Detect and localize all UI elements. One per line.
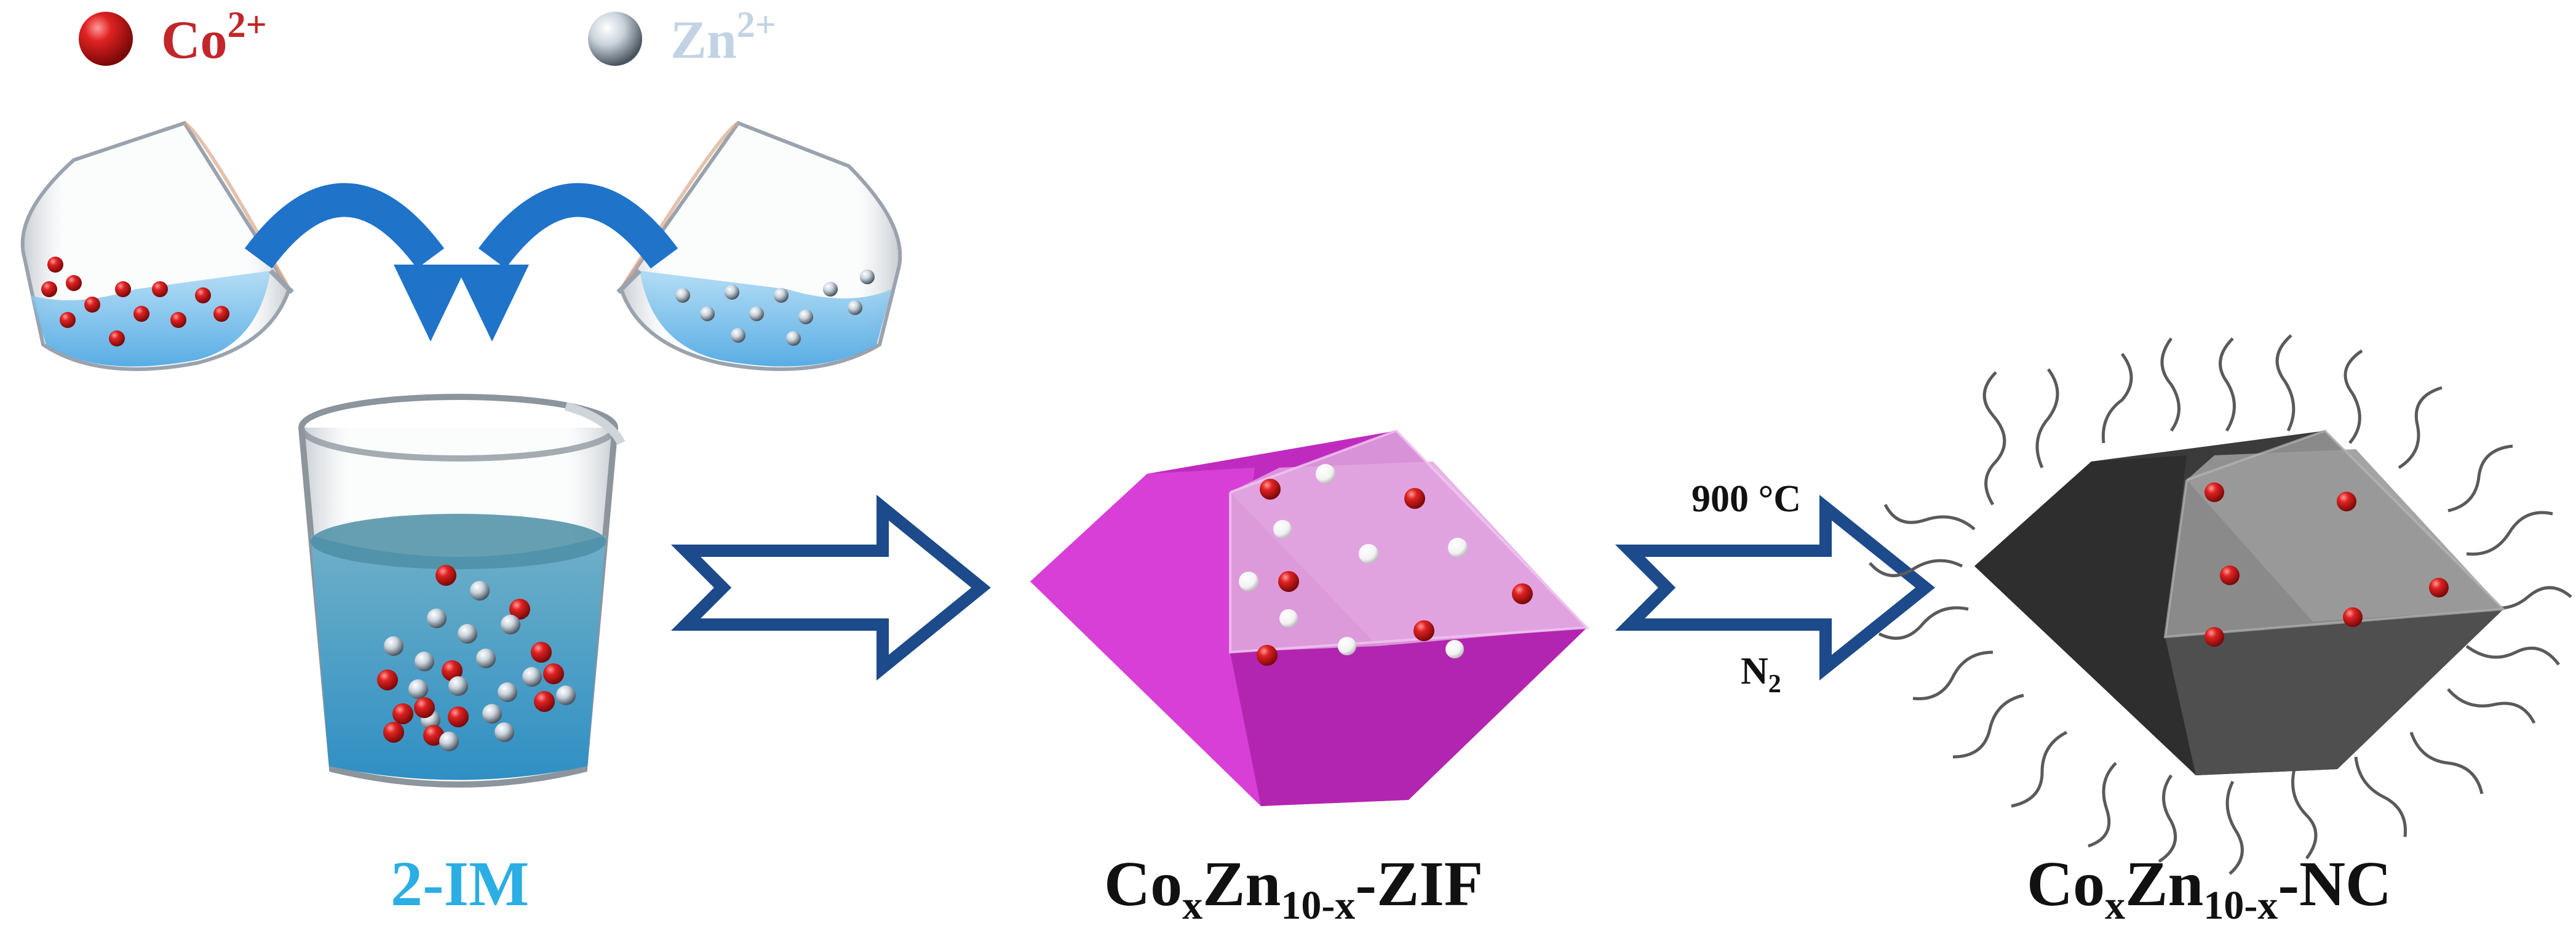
atmosphere-gas-sub: 2 xyxy=(1768,670,1781,698)
co-ion-charge: 2+ xyxy=(227,4,267,45)
zif-label-co: Co xyxy=(1104,849,1183,919)
zif-label-co-sub: x xyxy=(1182,883,1203,928)
atmosphere-condition: N2 xyxy=(1741,650,1781,697)
co-ion-marker xyxy=(79,12,133,66)
zn-ion-charge: 2+ xyxy=(736,4,776,45)
precursor-label: 2-IM xyxy=(391,849,530,919)
zn-ions-in-cup xyxy=(675,270,875,346)
nc-label: CoxZn10-x-NC xyxy=(2027,849,2392,926)
zn-ion-marker xyxy=(588,12,642,66)
zif-metal-sites xyxy=(1239,464,1533,666)
zif-label: CoxZn10-x-ZIF xyxy=(1104,849,1484,926)
mixed-ions-in-beaker xyxy=(377,565,576,751)
zif-label-zn-sub: 10-x xyxy=(1281,883,1356,928)
legend xyxy=(79,12,642,66)
zn-legend-label: Zn2+ xyxy=(670,6,776,68)
temperature-condition: 900 °C xyxy=(1691,478,1802,520)
nc-label-zn: Zn xyxy=(2125,849,2204,919)
atmosphere-gas: N xyxy=(1741,650,1768,692)
nc-cobalt-sites xyxy=(2204,482,2449,647)
pour-arrow-zn xyxy=(455,183,678,342)
pour-arrow-co xyxy=(244,183,467,342)
zn-solution-cup xyxy=(616,121,902,371)
co-legend-label: Co2+ xyxy=(161,6,267,68)
process-arrow-2 xyxy=(1615,495,1935,681)
co-ion-symbol: Co xyxy=(161,10,228,70)
nc-crystal xyxy=(1974,429,2506,775)
zif-label-suffix: -ZIF xyxy=(1355,849,1484,919)
zn-ion-symbol: Zn xyxy=(670,10,737,70)
nc-label-co: Co xyxy=(2027,849,2105,919)
carbon-nanotubes xyxy=(1869,334,2572,875)
zif-crystal xyxy=(1030,429,1590,806)
co-ions-in-cup xyxy=(41,257,229,346)
process-arrow-1 xyxy=(670,494,991,681)
nc-label-co-sub: x xyxy=(2105,883,2126,928)
nc-label-suffix: -NC xyxy=(2278,849,2392,919)
zif-label-zn: Zn xyxy=(1203,849,1281,919)
nc-label-zn-sub: 10-x xyxy=(2203,883,2278,928)
